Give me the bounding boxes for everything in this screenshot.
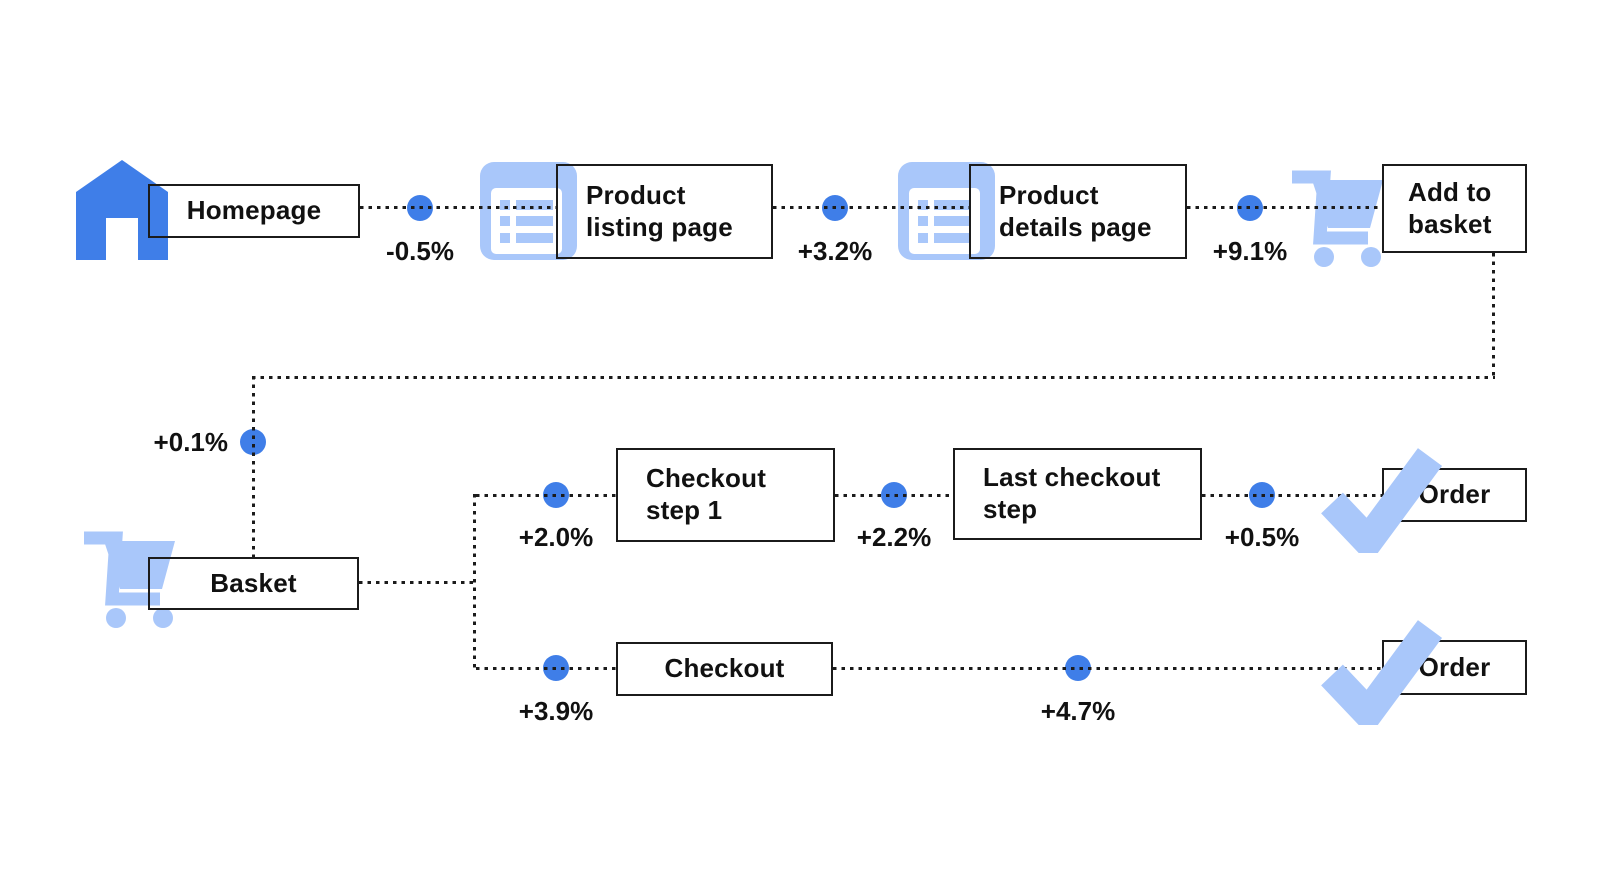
- node-add-to-basket-label-line2: basket: [1408, 208, 1492, 239]
- connector-checkout-order: [833, 667, 1382, 670]
- list-icon-rows: [909, 188, 980, 254]
- connector-branch-vertical: [473, 494, 476, 669]
- connector-branch-checkout: [476, 667, 616, 670]
- node-homepage: Homepage: [148, 184, 360, 238]
- node-product-details-label-line1: Product: [999, 179, 1099, 210]
- node-checkout: Checkout: [616, 642, 833, 696]
- node-order-top: Order: [1382, 468, 1527, 522]
- connector-down-to-basket: [252, 376, 255, 558]
- node-checkout-step-1: Checkout step 1: [616, 448, 835, 542]
- delta-label: +2.2%: [856, 522, 932, 552]
- node-last-checkout-step-label-line1: Last checkout: [983, 462, 1161, 493]
- home-icon: [76, 158, 168, 265]
- list-icon: [480, 162, 577, 260]
- node-product-details-label-line2: details page: [999, 211, 1152, 242]
- node-checkout-step-1-label-line1: Checkout: [646, 463, 767, 494]
- delta-label: +4.7%: [1040, 696, 1116, 726]
- node-basket-label: Basket: [210, 567, 297, 598]
- node-add-to-basket: Add to basket: [1382, 164, 1527, 253]
- node-basket: Basket: [148, 557, 359, 610]
- connector-branch-step1: [476, 494, 616, 497]
- checkmark-icon: [1320, 615, 1443, 737]
- connector-lastcheckout-order: [1202, 494, 1382, 497]
- delta-label: +9.1%: [1212, 236, 1288, 266]
- list-icon-rows: [491, 188, 562, 254]
- connector-details-addtobasket: [1187, 206, 1382, 209]
- connector-addtobasket-down: [1492, 253, 1495, 377]
- connector-step1-lastcheckout: [835, 494, 953, 497]
- connector-listing-details: [773, 206, 969, 209]
- connector-return-horizontal: [252, 376, 1495, 379]
- node-order-bottom-label: Order: [1418, 651, 1491, 682]
- connector-homepage-listing: [360, 206, 556, 209]
- node-product-details-page: Product details page: [969, 164, 1187, 259]
- node-product-listing-label-line1: Product: [586, 179, 686, 210]
- node-checkout-label: Checkout: [664, 653, 785, 684]
- delta-label: +3.9%: [518, 696, 594, 726]
- node-last-checkout-step: Last checkout step: [953, 448, 1202, 540]
- delta-label: +2.0%: [518, 522, 594, 552]
- delta-label: +0.1%: [153, 427, 228, 457]
- node-checkout-step-1-label-line2: step 1: [646, 495, 723, 525]
- node-add-to-basket-label-line1: Add to: [1408, 176, 1492, 207]
- delta-label: +0.5%: [1224, 522, 1300, 552]
- cart-icon: [76, 521, 188, 634]
- list-icon: [898, 162, 995, 260]
- node-product-listing-page: Product listing page: [556, 164, 773, 259]
- node-last-checkout-step-label-line2: step: [983, 494, 1038, 524]
- delta-label: +3.2%: [797, 236, 873, 266]
- checkmark-icon: [1320, 443, 1443, 565]
- connector-basket-branch: [359, 581, 476, 584]
- node-order-top-label: Order: [1418, 479, 1491, 510]
- node-product-listing-label-line2: listing page: [586, 211, 733, 242]
- node-homepage-label: Homepage: [186, 195, 322, 226]
- delta-label: -0.5%: [386, 236, 454, 266]
